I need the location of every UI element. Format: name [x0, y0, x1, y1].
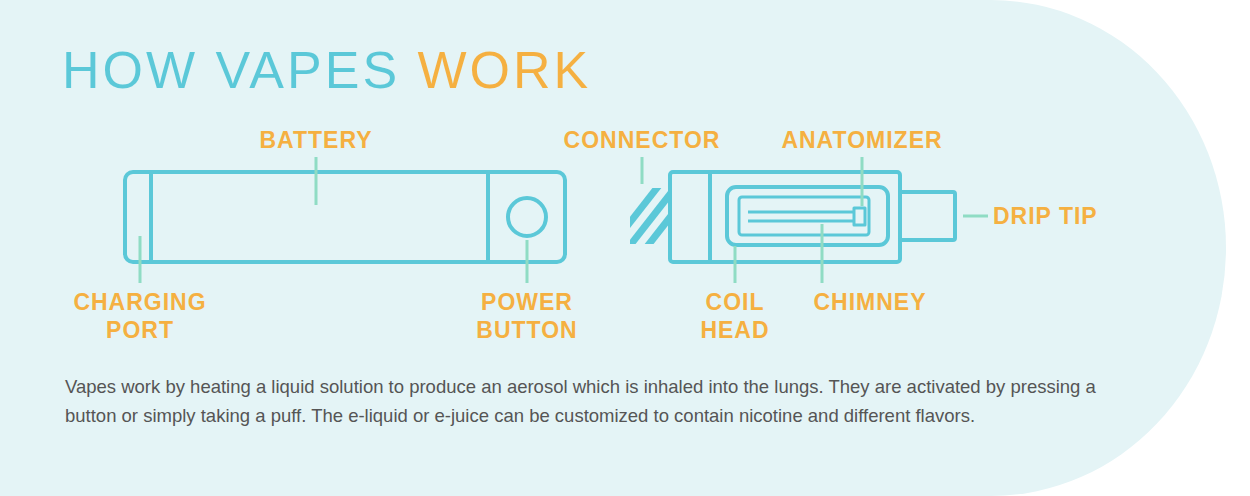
drip-tip: [900, 192, 955, 240]
coil-inner: [739, 197, 869, 235]
button-section: [486, 172, 490, 262]
part-label: CHIMNEY: [813, 288, 926, 316]
chimney: [748, 211, 855, 214]
part-label: DRIP TIP: [993, 202, 1098, 230]
coil-head: [727, 187, 888, 245]
part-label: CHARGING PORT: [73, 288, 206, 344]
part-label: CONNECTOR: [564, 126, 721, 154]
caption: Vapes work by heating a liquid solution …: [65, 372, 1125, 430]
tank-base: [708, 172, 712, 262]
atomizer: [854, 208, 865, 225]
power-button: [508, 198, 546, 236]
part-label: COIL HEAD: [700, 288, 769, 344]
part-label: POWER BUTTON: [476, 288, 577, 344]
connector-hatch: [630, 188, 670, 244]
leader-lines: [140, 157, 988, 283]
part-label: BATTERY: [259, 126, 372, 154]
charging-port-cap: [149, 172, 153, 262]
tank-body: [670, 172, 900, 262]
chimney: [748, 220, 855, 223]
title: HOW VAPES WORK: [62, 42, 591, 99]
part-label: ANATOMIZER: [781, 126, 942, 154]
battery-body: [125, 172, 565, 262]
